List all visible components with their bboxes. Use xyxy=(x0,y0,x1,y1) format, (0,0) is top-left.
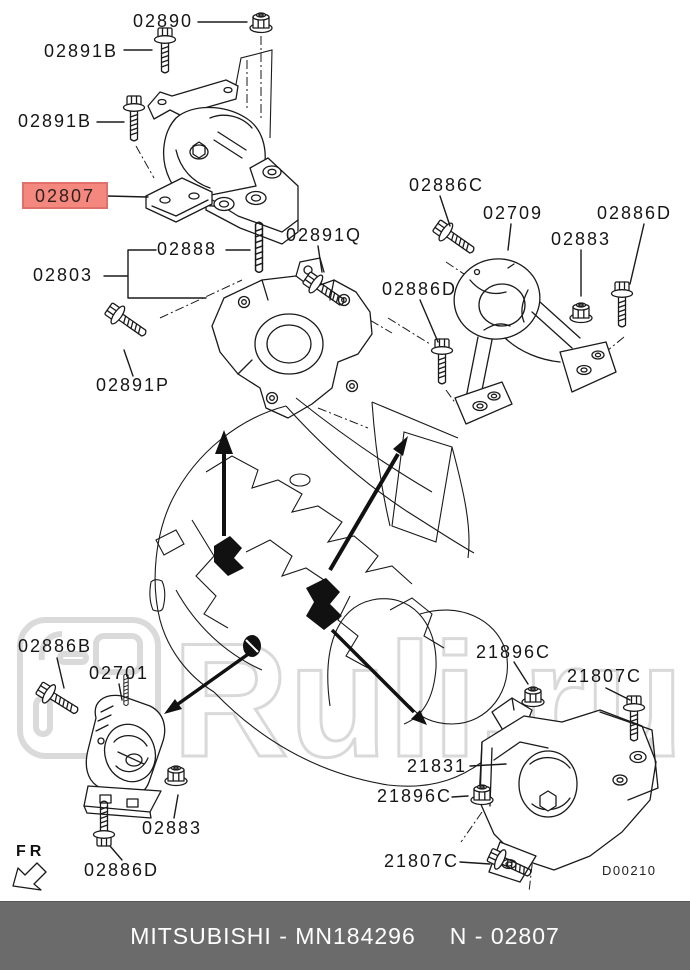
part-label-02886d-left: 02886D xyxy=(382,279,458,299)
diagram-code: D00210 xyxy=(602,863,657,878)
part-label-02709: 02709 xyxy=(483,203,544,223)
nut-icon-21896c-top xyxy=(521,686,545,708)
car-front-illustration xyxy=(149,397,508,787)
stud-icon-02888 xyxy=(254,221,264,274)
footer-brand-part-number: MITSUBISHI - MN184296 xyxy=(130,923,416,949)
part-label-02891q: 02891Q xyxy=(286,225,363,245)
part-label-02701: 02701 xyxy=(89,663,150,683)
leader-lines xyxy=(56,21,645,865)
nut-icon-02890 xyxy=(249,12,273,34)
assembly-engine-mount-insulator xyxy=(135,36,299,245)
assembly-engine-mount-bracket xyxy=(159,257,393,429)
part-label-02807-highlighted: 02807 xyxy=(34,185,96,206)
part-label-02891b-2: 02891B xyxy=(18,111,93,131)
bolt-icon-02891b-1 xyxy=(153,27,177,74)
part-label-21896c-top: 21896C xyxy=(476,642,552,662)
part-label-02891b-1: 02891B xyxy=(44,41,119,61)
nut-icon-02883-right xyxy=(569,302,593,324)
assembly-rear-roll-mount xyxy=(387,258,625,425)
part-label-02886d-right: 02886D xyxy=(597,203,673,223)
bolt-icon-02891p xyxy=(101,299,152,344)
highlighted-part-box: 02807 xyxy=(22,182,108,209)
fr-direction-label: FR xyxy=(16,843,46,860)
part-label-21807c-topright: 21807C xyxy=(567,666,643,686)
part-label-21831: 21831 xyxy=(407,756,468,776)
parts-diagram-art: Ruli.ru xyxy=(12,12,686,893)
part-label-02890: 02890 xyxy=(133,11,194,31)
bolt-icon-02886d-left xyxy=(430,338,454,385)
part-label-02886b: 02886B xyxy=(18,636,93,656)
bolt-icon-02891b-2 xyxy=(122,95,146,142)
part-label-02886d-bottom: 02886D xyxy=(84,860,160,880)
part-label-02883-right: 02883 xyxy=(551,229,612,249)
part-label-02883-bottom: 02883 xyxy=(142,818,203,838)
part-label-21896c-left: 21896C xyxy=(377,786,453,806)
nut-icon-21896c-left xyxy=(470,784,494,806)
part-label-02803: 02803 xyxy=(33,265,94,285)
fr-direction-arrow-icon xyxy=(12,862,47,891)
bolt-icon-02886d-right xyxy=(610,281,634,328)
part-label-02891p: 02891P xyxy=(96,375,171,395)
part-label-02886c: 02886C xyxy=(409,175,485,195)
part-label-21807c-bottom: 21807C xyxy=(384,851,460,871)
footer-bar: MITSUBISHI - MN184296 N - 02807 xyxy=(0,901,690,970)
footer-reference-number: N - 02807 xyxy=(449,923,560,949)
bolt-icon-02886c xyxy=(429,216,480,261)
nut-icon-02883-bottom xyxy=(164,765,188,787)
part-label-02888: 02888 xyxy=(157,239,218,259)
assembly-front-roll-mount xyxy=(83,694,166,819)
